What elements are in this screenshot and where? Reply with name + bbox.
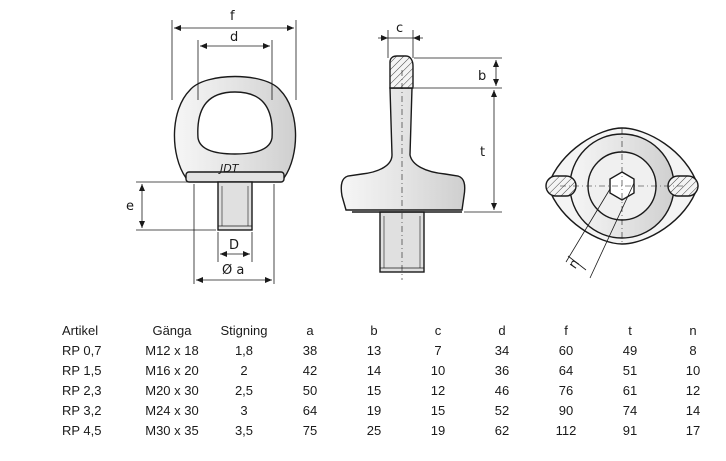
cell-n: 17: [685, 422, 701, 438]
dim-label-t: t: [480, 145, 485, 160]
cell-artikel: RP 2,3: [62, 382, 102, 398]
col-header-t: t: [628, 322, 632, 338]
side-ring-section: [389, 55, 414, 89]
col-header-stigning: Stigning: [220, 322, 268, 338]
cell-c: 10: [430, 362, 446, 378]
logo-text: JDT: [218, 162, 240, 175]
cell-n: 8: [689, 342, 697, 358]
cell-t: 49: [622, 342, 638, 358]
cell-b: 15: [366, 382, 382, 398]
cell-b: 19: [366, 402, 382, 418]
cell-artikel: RP 4,5: [62, 422, 102, 438]
dim-label-c: c: [396, 21, 403, 36]
table-row: RP 1,5 M16 x 20 2 42 14 10 36 64 51 10: [50, 360, 724, 380]
dim-label-a: Ø a: [222, 263, 244, 278]
cell-b: 13: [366, 342, 382, 358]
cell-t: 74: [622, 402, 638, 418]
cell-artikel: RP 1,5: [62, 362, 102, 378]
cell-stigning: 3,5: [234, 422, 254, 438]
dim-label-n: n: [566, 257, 583, 272]
table-row: RP 4,5 M30 x 35 3,5 75 25 19 62 112 91 1…: [50, 420, 724, 440]
front-dimensions: [136, 20, 297, 284]
side-dimensions: [378, 30, 502, 213]
cell-b: 14: [366, 362, 382, 378]
cell-ganga: M20 x 30: [145, 382, 199, 398]
cell-t: 91: [622, 422, 638, 438]
col-header-n: n: [689, 322, 697, 338]
cell-c: 19: [430, 422, 446, 438]
front-ring-inner: [197, 91, 273, 155]
cell-n: 10: [685, 362, 701, 378]
cell-t: 61: [622, 382, 638, 398]
cell-ganga: M30 x 35: [145, 422, 199, 438]
col-header-f: f: [564, 322, 568, 338]
dim-label-d: d: [230, 30, 238, 45]
front-threaded-stud: [217, 181, 253, 231]
cell-b: 25: [366, 422, 382, 438]
cell-artikel: RP 3,2: [62, 402, 102, 418]
cell-f: 112: [555, 422, 577, 438]
cell-stigning: 2: [240, 362, 248, 378]
table-header-row: Artikel Gänga Stigning a b c d f t n: [50, 320, 724, 340]
cell-c: 12: [430, 382, 446, 398]
dim-label-f: f: [230, 9, 235, 24]
cell-n: 14: [685, 402, 701, 418]
cell-d: 34: [494, 342, 510, 358]
cell-f: 60: [558, 342, 574, 358]
technical-drawing: JDT f d e D Ø a: [126, 9, 699, 284]
cell-ganga: M12 x 18: [145, 342, 199, 358]
dim-label-e: e: [126, 199, 134, 214]
col-header-ganga: Gänga: [152, 322, 192, 338]
cell-d: 52: [494, 402, 510, 418]
table-row: RP 3,2 M24 x 30 3 64 19 15 52 90 74 14: [50, 400, 724, 420]
cell-stigning: 1,8: [234, 342, 254, 358]
col-header-d: d: [498, 322, 506, 338]
cell-n: 12: [685, 382, 701, 398]
cell-c: 7: [434, 342, 442, 358]
cell-d: 62: [494, 422, 510, 438]
table-row: RP 0,7 M12 x 18 1,8 38 13 7 34 60 49 8: [50, 340, 724, 360]
cell-f: 90: [558, 402, 574, 418]
dim-label-b: b: [478, 69, 486, 84]
col-header-artikel: Artikel: [62, 322, 99, 338]
cell-artikel: RP 0,7: [62, 342, 102, 358]
col-header-b: b: [370, 322, 378, 338]
front-view: [173, 75, 297, 231]
col-header-c: c: [434, 322, 442, 338]
cell-stigning: 2,5: [234, 382, 254, 398]
cell-d: 46: [494, 382, 510, 398]
cell-stigning: 3: [240, 402, 248, 418]
cell-f: 76: [558, 382, 574, 398]
col-header-a: a: [306, 322, 314, 338]
top-view: [545, 127, 699, 245]
spec-table: Artikel Gänga Stigning a b c d f t n RP …: [50, 320, 724, 440]
cell-a: 50: [302, 382, 318, 398]
dim-label-D: D: [229, 238, 239, 253]
cell-a: 38: [302, 342, 318, 358]
cell-a: 42: [302, 362, 318, 378]
cell-a: 64: [302, 402, 318, 418]
top-dimensions: [565, 182, 635, 279]
cell-f: 64: [558, 362, 574, 378]
cell-ganga: M24 x 30: [145, 402, 199, 418]
cell-c: 15: [430, 402, 446, 418]
table-row: RP 2,3 M20 x 30 2,5 50 15 12 46 76 61 12: [50, 380, 724, 400]
cell-ganga: M16 x 20: [145, 362, 199, 378]
cell-d: 36: [494, 362, 510, 378]
cell-a: 75: [302, 422, 318, 438]
side-stem: [340, 87, 466, 211]
cell-t: 51: [622, 362, 638, 378]
side-view: [340, 55, 466, 280]
